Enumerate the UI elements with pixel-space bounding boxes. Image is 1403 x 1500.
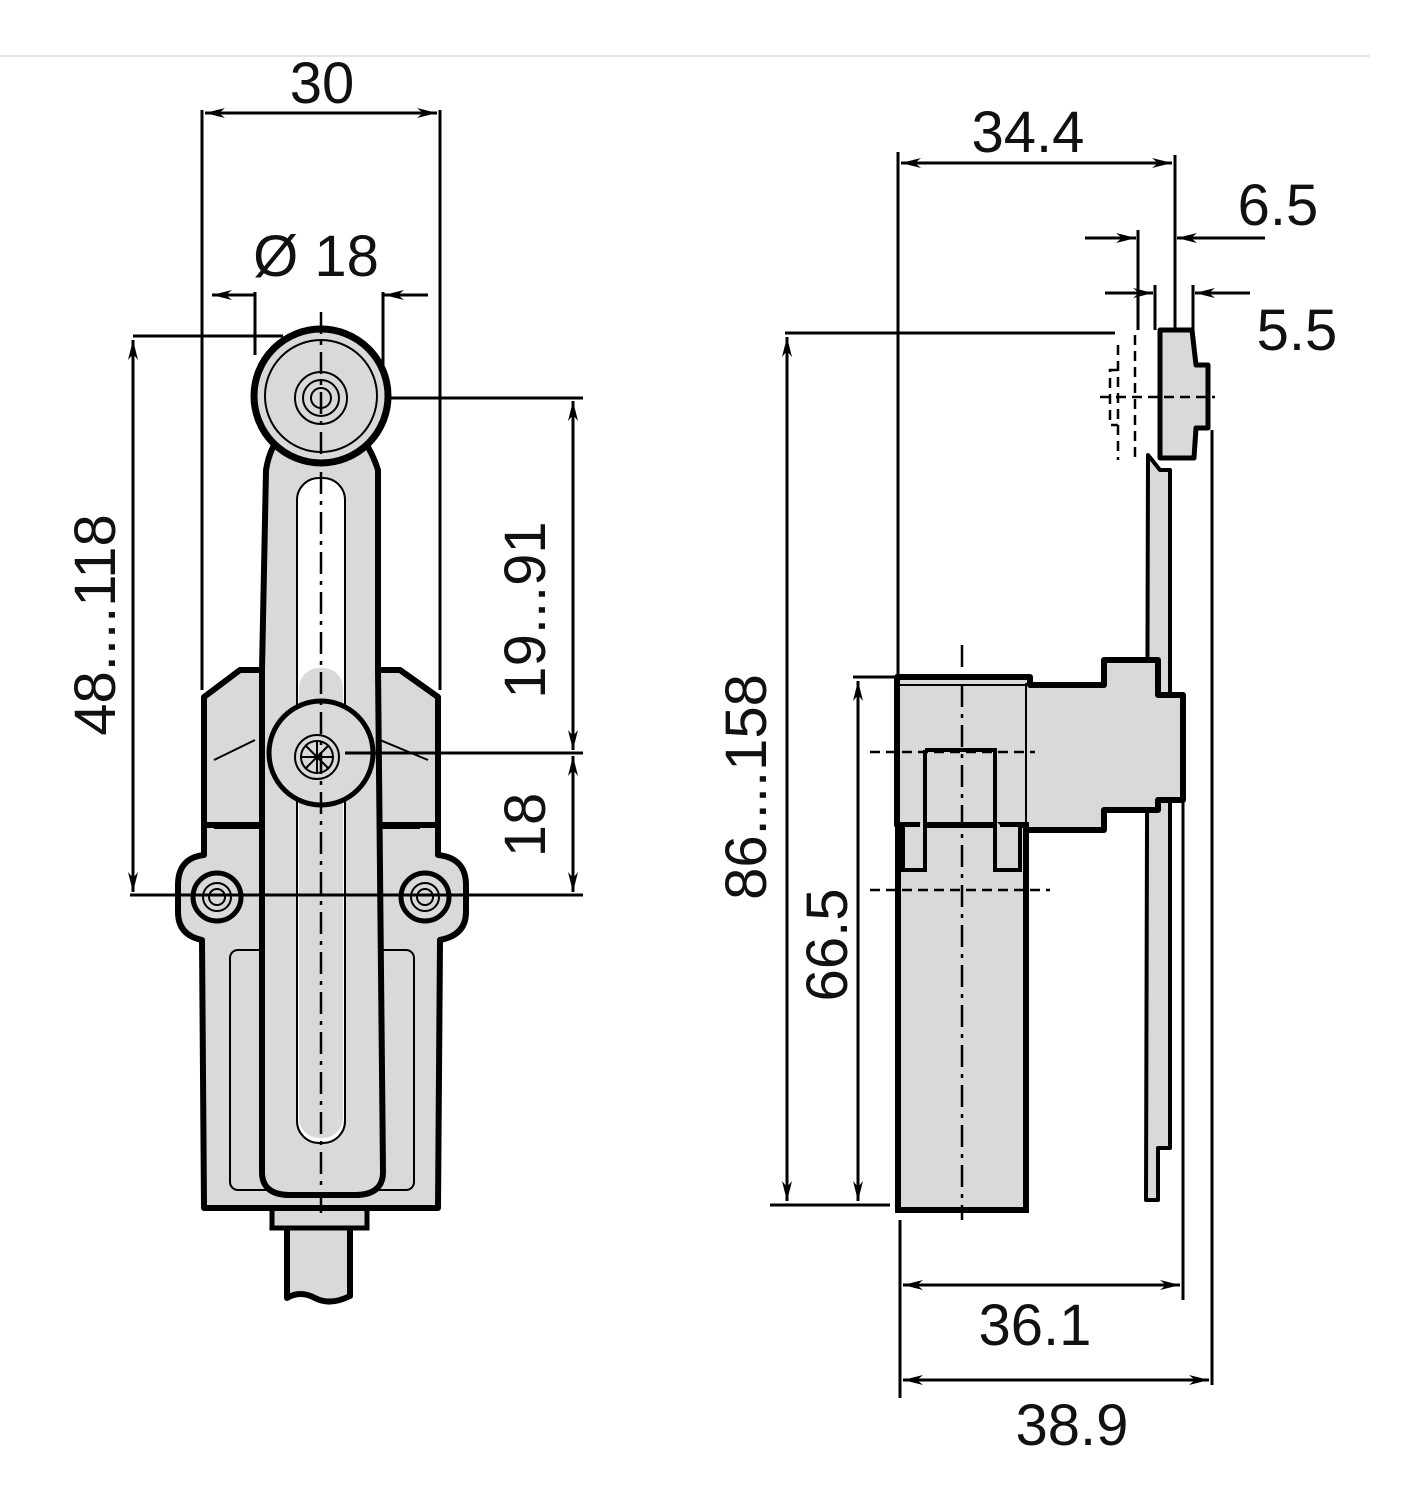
label-width: 30 (290, 51, 355, 116)
label-roller-travel: 19...91 (493, 521, 558, 698)
label-arm-thickness: 5.5 (1257, 298, 1338, 363)
label-pivot-offset: 34.4 (972, 100, 1085, 165)
label-body-height: 66.5 (795, 889, 860, 1002)
label-pivot-to-mount: 18 (493, 793, 558, 858)
label-depth-inner: 36.1 (979, 1293, 1092, 1358)
mount-hole-left (190, 870, 244, 924)
side-roller (1157, 327, 1211, 461)
side-view: 34.4 6.5 5.5 86....158 66.5 36.1 38.9 (714, 100, 1337, 1458)
label-roller-diameter: Ø 18 (253, 224, 379, 289)
side-roller-hidden (1100, 335, 1215, 460)
side-hidden-lines (870, 750, 1050, 892)
cable (284, 1224, 353, 1305)
side-lever-plate (1144, 453, 1172, 1202)
side-neck (901, 748, 1022, 872)
label-roller-width: 6.5 (1238, 173, 1319, 238)
label-total-height: 86....158 (714, 674, 779, 900)
side-extension-lines (770, 152, 1214, 1398)
label-depth-outer: 38.9 (1016, 1393, 1129, 1458)
label-arm-length: 48....118 (63, 514, 128, 735)
front-extension-lines (130, 110, 583, 897)
mount-hole-right (398, 870, 452, 924)
front-view: 30 Ø 18 48....118 19...91 18 (63, 51, 583, 1305)
